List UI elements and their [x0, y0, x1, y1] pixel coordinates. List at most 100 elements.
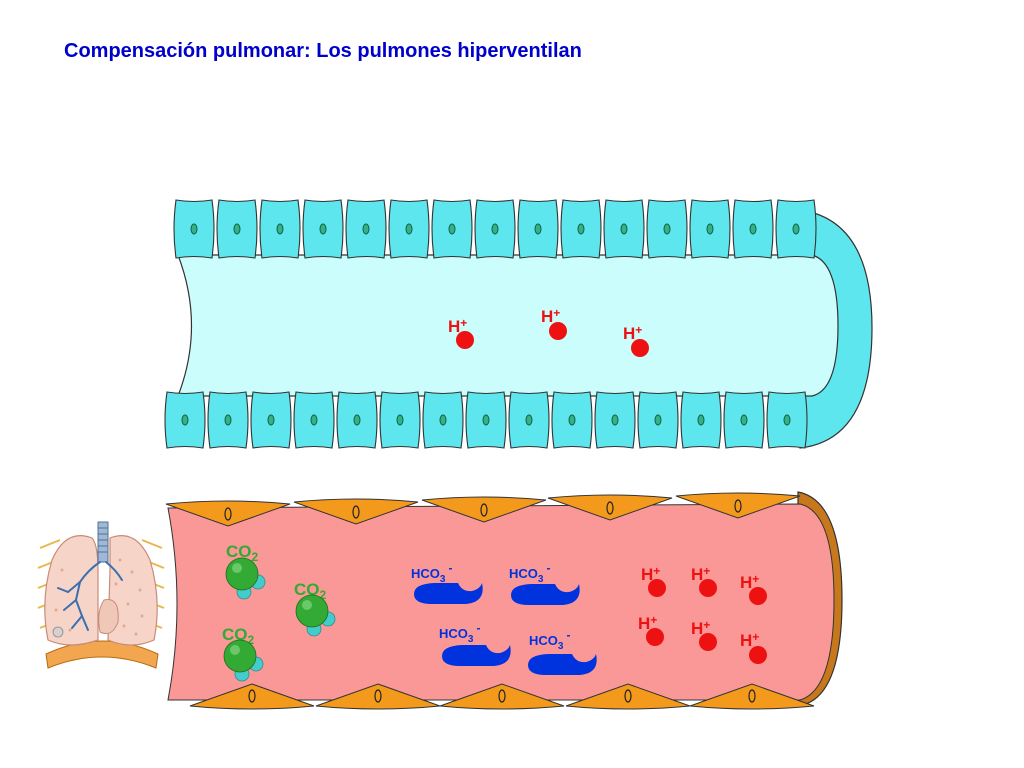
- co2-molecule: CO2: [225, 542, 266, 600]
- hydrogen-ion-label: H+: [691, 564, 710, 584]
- endothelial-cell: [675, 492, 801, 519]
- cell-nucleus: [783, 414, 791, 426]
- cell-nucleus: [620, 223, 628, 235]
- cell-nucleus: [748, 689, 756, 703]
- co2-molecule: CO2: [222, 625, 264, 682]
- airway-epithelium-bottom: [164, 391, 808, 449]
- bicarbonate-label: HCO3-: [439, 621, 480, 645]
- cell-nucleus: [233, 223, 241, 235]
- endothelial-cell: [547, 494, 673, 521]
- epithelial-cell: [646, 199, 688, 259]
- hydrogen-ion-dot: [749, 646, 767, 664]
- airway: H+ H+ H+: [164, 199, 873, 449]
- hydrogen-ion-label: H+: [740, 630, 759, 650]
- cell-nucleus: [353, 414, 361, 426]
- epithelial-cell: [388, 199, 430, 259]
- hydrogen-ion: H+: [541, 306, 567, 340]
- hydrogen-ion-dot: [646, 628, 664, 646]
- epithelial-cell: [560, 199, 602, 259]
- cell-nucleus: [352, 505, 360, 519]
- cell-nucleus: [606, 501, 614, 515]
- cell-nucleus: [396, 414, 404, 426]
- epithelial-cell: [723, 391, 765, 449]
- hydrogen-ion: H+: [638, 613, 664, 646]
- hydrogen-ion-label: H+: [638, 613, 657, 633]
- cell-nucleus: [792, 223, 800, 235]
- cell-nucleus: [706, 223, 714, 235]
- hydrogen-ion-dot: [699, 633, 717, 651]
- epithelial-cell: [603, 199, 645, 259]
- blood-hydrogen-ions: H+H+H+H+H+H+: [638, 564, 767, 664]
- epithelial-cell: [551, 391, 593, 449]
- cell-nucleus: [568, 414, 576, 426]
- hydrogen-ion: H+: [448, 316, 474, 349]
- bicarbonate-ion: HCO3-: [411, 561, 483, 604]
- hydrogen-ion: H+: [691, 618, 717, 651]
- cell-nucleus: [482, 414, 490, 426]
- cell-nucleus: [525, 414, 533, 426]
- bicarbonate-label: HCO3-: [411, 561, 452, 585]
- bicarbonate-ion: HCO3-: [439, 621, 511, 666]
- capillary-lumen: [167, 503, 835, 701]
- hydrogen-ion: H+: [623, 323, 649, 357]
- airway-hydrogen-ions: H+ H+ H+: [448, 306, 649, 357]
- epithelial-cell: [302, 199, 344, 259]
- co2-label: CO2: [222, 625, 255, 647]
- cell-nucleus: [491, 223, 499, 235]
- hydrogen-ion-dot: [648, 579, 666, 597]
- epithelial-cell: [508, 391, 550, 449]
- hydrogen-ion: H+: [641, 564, 666, 597]
- endothelial-cell: [439, 683, 565, 710]
- cell-nucleus: [498, 689, 506, 703]
- epithelial-cell: [345, 199, 387, 259]
- endothelial-cell: [293, 498, 419, 525]
- cell-nucleus: [480, 503, 488, 517]
- epithelial-cell: [207, 391, 249, 449]
- cell-nucleus: [740, 414, 748, 426]
- epithelial-cell: [689, 199, 731, 259]
- co2-molecule: CO2: [294, 580, 336, 637]
- cell-nucleus: [734, 499, 742, 513]
- epithelial-cell: [293, 391, 335, 449]
- hydrogen-ion-dot: [549, 322, 567, 340]
- bicarbonate-ion: HCO3-: [509, 561, 580, 605]
- endothelial-cell: [315, 683, 441, 710]
- cell-nucleus: [611, 414, 619, 426]
- endothelial-cell: [189, 683, 315, 710]
- epithelial-cell: [259, 199, 301, 259]
- cell-nucleus: [749, 223, 757, 235]
- cell-nucleus: [248, 689, 256, 703]
- epithelial-cell: [766, 391, 808, 449]
- bicarbonate-shape: [528, 654, 597, 675]
- epithelial-cell: [164, 391, 206, 449]
- epithelial-cell: [173, 199, 215, 259]
- cell-nucleus: [697, 414, 705, 426]
- hydrogen-ion: H+: [691, 564, 717, 597]
- endothelial-cell: [689, 683, 815, 710]
- endothelial-cell: [421, 496, 547, 523]
- epithelial-cell: [379, 391, 421, 449]
- cell-nucleus: [310, 414, 318, 426]
- cell-nucleus: [190, 223, 198, 235]
- epithelial-cell: [517, 199, 559, 259]
- cell-nucleus: [663, 223, 671, 235]
- bicarbonate-shape: [442, 645, 511, 666]
- cell-nucleus: [624, 689, 632, 703]
- epithelial-cell: [732, 199, 774, 259]
- cell-nucleus: [181, 414, 189, 426]
- hydrogen-ion-label: H+: [541, 306, 560, 326]
- hydrogen-ion-label: H+: [448, 316, 467, 336]
- bicarbonate-label: HCO3-: [509, 561, 550, 585]
- cell-nucleus: [267, 414, 275, 426]
- epithelial-cell: [431, 199, 473, 259]
- hydrogen-ion-dot: [631, 339, 649, 357]
- cell-nucleus: [654, 414, 662, 426]
- cell-nucleus: [534, 223, 542, 235]
- cell-nucleus: [362, 223, 370, 235]
- bicarbonate-ions: HCO3-HCO3-HCO3-HCO3-: [411, 561, 597, 675]
- airway-epithelium-top: [173, 199, 817, 259]
- hydrogen-ion-label: H+: [623, 323, 642, 343]
